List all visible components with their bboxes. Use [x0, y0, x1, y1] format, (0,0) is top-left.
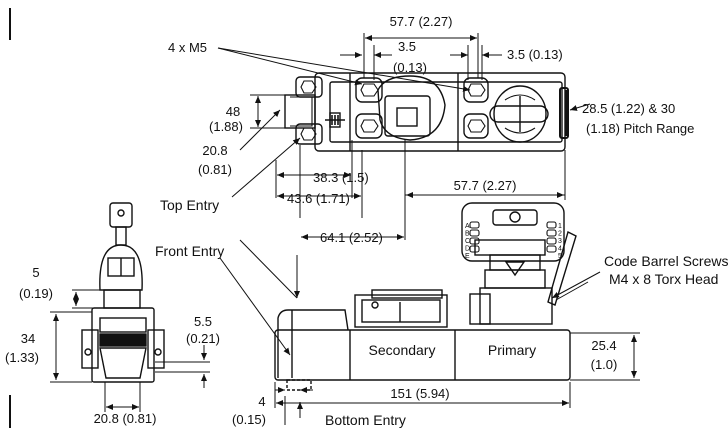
dim-57-7-top: 57.7 (2.27) [390, 14, 453, 29]
dim-20-8-bottom: 20.8 (0.81) [94, 411, 157, 426]
callout-texts: Top Entry Front Entry Bottom Entry Secon… [155, 197, 728, 428]
dim-34-l1: 34 [21, 331, 35, 346]
dim-151: 151 (5.94) [390, 386, 449, 401]
dim-20-8-l1: 20.8 [202, 143, 227, 158]
dim-4-x-m5: 4 x M5 [168, 40, 207, 55]
dim-pitch-l2: (1.18) Pitch Range [586, 121, 694, 136]
dim-25-4-l2: (1.0) [591, 357, 618, 372]
dim-64-1: 64.1 (2.52) [320, 230, 383, 245]
keypad-letter-C: C [465, 238, 470, 245]
dim-5-l2: (0.19) [19, 286, 53, 301]
dim-5-l1: 5 [32, 265, 39, 280]
top-view [284, 72, 569, 152]
label-front-entry: Front Entry [155, 243, 224, 259]
keypad-number-1: 1 [558, 223, 562, 230]
front-dimension-lines [274, 271, 640, 425]
dim-5-5-l1: 5.5 [194, 314, 212, 329]
dim-57-7-mid: 57.7 (2.27) [454, 178, 517, 193]
dimension-texts: 57.7 (2.27) 3.5 (0.13) 3.5 (0.13) 4 x M5… [5, 14, 694, 427]
dim-34-l2: (1.33) [5, 350, 39, 365]
dim-20-8-l2: (0.81) [198, 162, 232, 177]
label-primary: Primary [488, 342, 536, 358]
dim-3-5-a-l1: 3.5 [398, 39, 416, 54]
side-view [81, 202, 165, 383]
dim-38-3: 38.3 (1.5) [313, 170, 369, 185]
dim-5-5-l2: (0.21) [186, 331, 220, 346]
keypad-letter-E: E [465, 253, 470, 260]
label-code-barrel-l1: Code Barrel Screws [604, 253, 728, 269]
dim-4-l2: (0.15) [232, 412, 266, 427]
label-bottom-entry: Bottom Entry [325, 412, 406, 428]
dim-3-5-b: 3.5 (0.13) [507, 47, 563, 62]
dim-48-l1: 48 [226, 104, 240, 119]
keypad-letter-D: D [465, 246, 470, 253]
dim-48-l2: (1.88) [209, 119, 243, 134]
dim-25-4-l1: 25.4 [591, 338, 616, 353]
keypad-number-3: 3 [558, 238, 562, 245]
label-code-barrel-l2: M4 x 8 Torx Head [609, 271, 718, 287]
label-top-entry: Top Entry [160, 197, 219, 213]
side-dimension-lines [50, 289, 210, 412]
keypad-number-5: 5 [558, 253, 562, 260]
keypad-number-2: 2 [558, 231, 562, 238]
front-view [274, 202, 577, 391]
label-secondary: Secondary [369, 342, 436, 358]
dim-4-l1: 4 [258, 394, 265, 409]
dim-3-5-a-l2: (0.13) [393, 60, 427, 75]
keypad-letter-A: A [465, 223, 470, 230]
keypad-letter-B: B [465, 231, 470, 238]
dim-pitch-l1: 28.5 (1.22) & 30 [582, 101, 675, 116]
keypad-number-4: 4 [558, 246, 562, 253]
dim-43-6: 43.6 (1.71) [287, 191, 350, 206]
